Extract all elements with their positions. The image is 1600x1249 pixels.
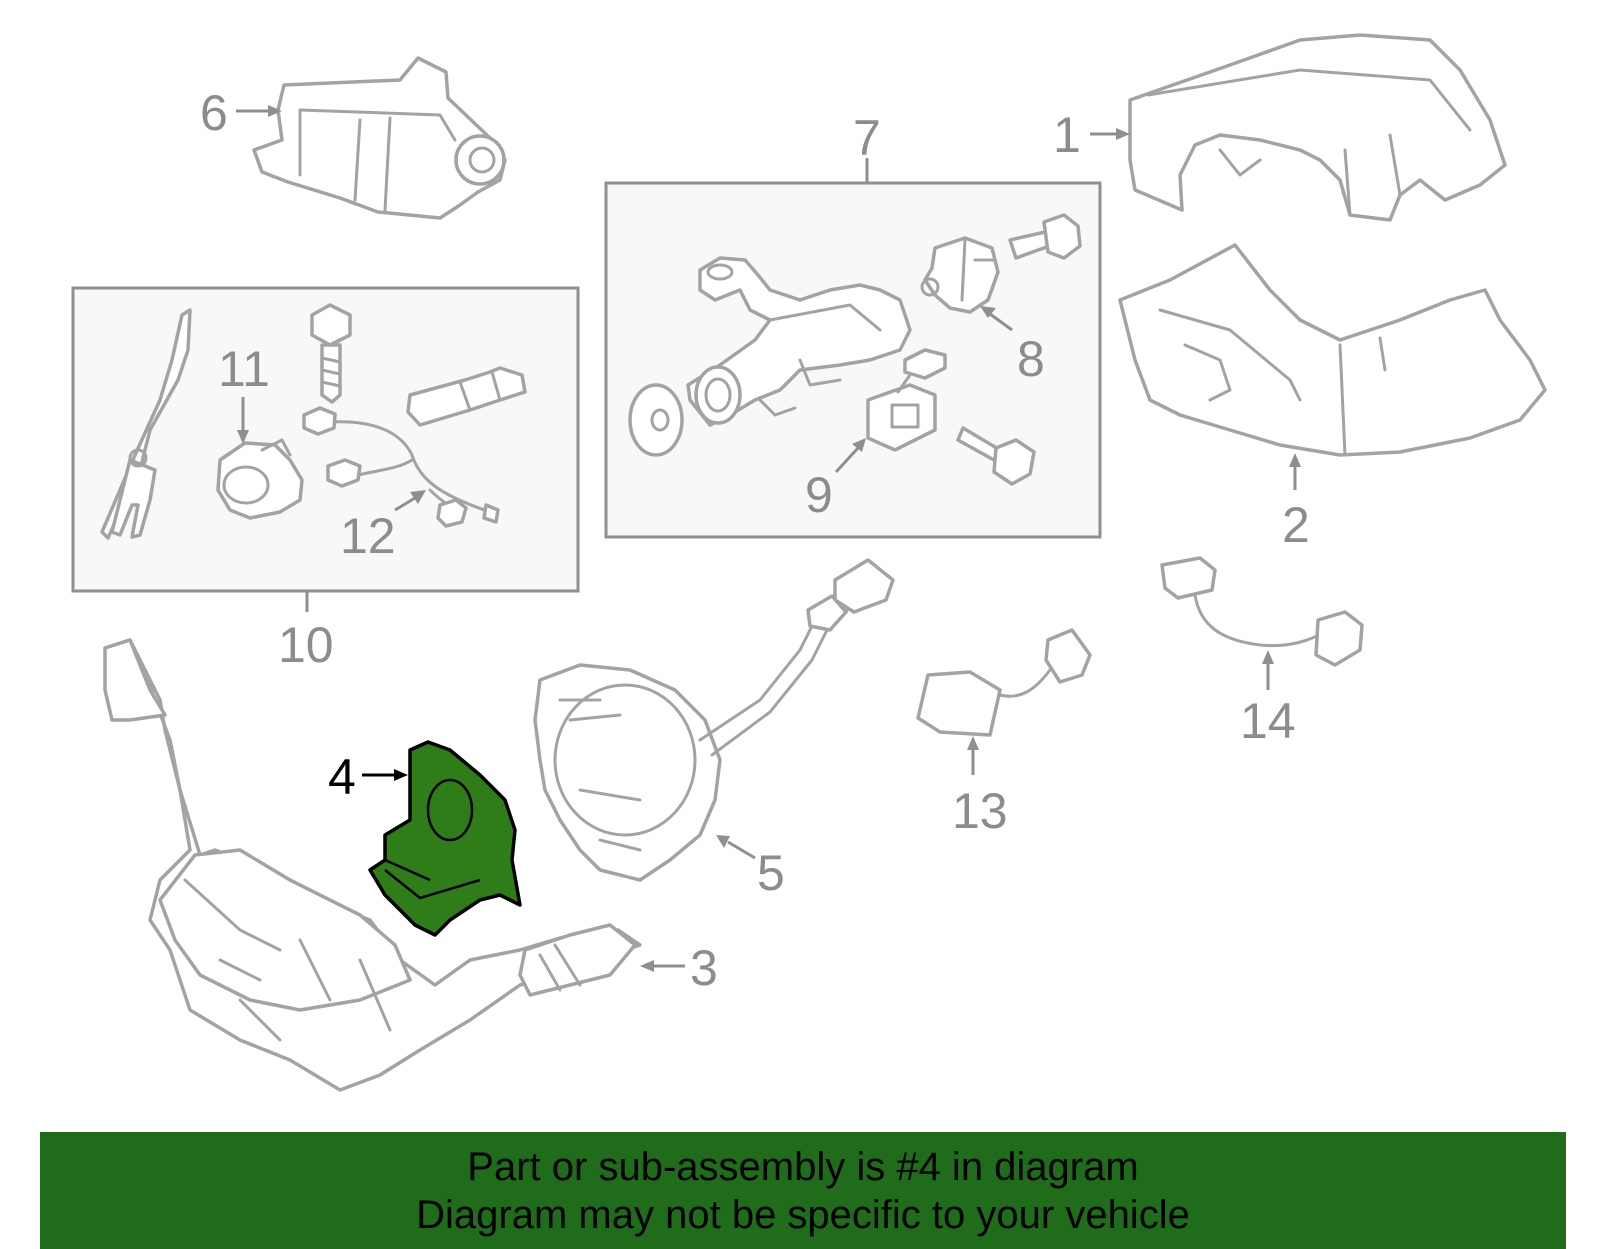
part-bolt-7a[interactable] xyxy=(1008,213,1082,260)
banner-line-1: Part or sub-assembly is #4 in diagram xyxy=(467,1144,1139,1189)
callout-13: 13 xyxy=(952,783,1008,839)
part-3-combination-switch[interactable] xyxy=(103,638,642,1092)
callout-9: 9 xyxy=(805,467,833,523)
callout-3: 3 xyxy=(690,940,718,996)
callout-4: 4 xyxy=(328,749,356,805)
part-1-upper-cover[interactable] xyxy=(1128,33,1507,222)
part-key-blade[interactable] xyxy=(100,308,192,540)
callout-8: 8 xyxy=(1017,331,1045,387)
info-banner: Part or sub-assembly is #4 in diagram Di… xyxy=(40,1132,1566,1249)
part-6-lock-housing[interactable] xyxy=(252,56,507,220)
callout-labels: 6 1 7 11 8 9 12 2 10 14 13 5 3 4 xyxy=(200,85,1310,996)
part-5-clock-spring[interactable] xyxy=(533,558,895,882)
part-8-switch[interactable] xyxy=(920,236,1000,314)
callout-10: 10 xyxy=(278,617,334,673)
part-4-highlighted-sensor[interactable] xyxy=(368,740,522,937)
banner-line-2: Diagram may not be specific to your vehi… xyxy=(416,1192,1190,1237)
part-washer[interactable] xyxy=(628,383,684,457)
part-14-harness[interactable] xyxy=(1160,556,1364,667)
part-ignition-lock[interactable] xyxy=(686,256,912,427)
callout-leaders xyxy=(236,105,1301,972)
part-bolt-7b[interactable] xyxy=(956,426,1036,486)
part-13-sensor[interactable] xyxy=(916,628,1092,737)
callout-7: 7 xyxy=(853,110,881,166)
part-11-cylinder[interactable] xyxy=(216,438,304,520)
callout-12: 12 xyxy=(340,508,396,564)
callout-14: 14 xyxy=(1240,693,1296,749)
part-9-switch[interactable] xyxy=(866,348,947,452)
callout-2: 2 xyxy=(1282,497,1310,553)
callout-5: 5 xyxy=(757,845,785,901)
callout-11: 11 xyxy=(218,341,270,397)
callout-6: 6 xyxy=(200,85,228,141)
part-bolt-kit[interactable] xyxy=(310,303,352,404)
callout-1: 1 xyxy=(1053,107,1081,163)
part-connector-kit[interactable] xyxy=(406,366,527,427)
part-2-lower-cover[interactable] xyxy=(1118,243,1547,457)
part-12-harness[interactable] xyxy=(302,406,500,528)
